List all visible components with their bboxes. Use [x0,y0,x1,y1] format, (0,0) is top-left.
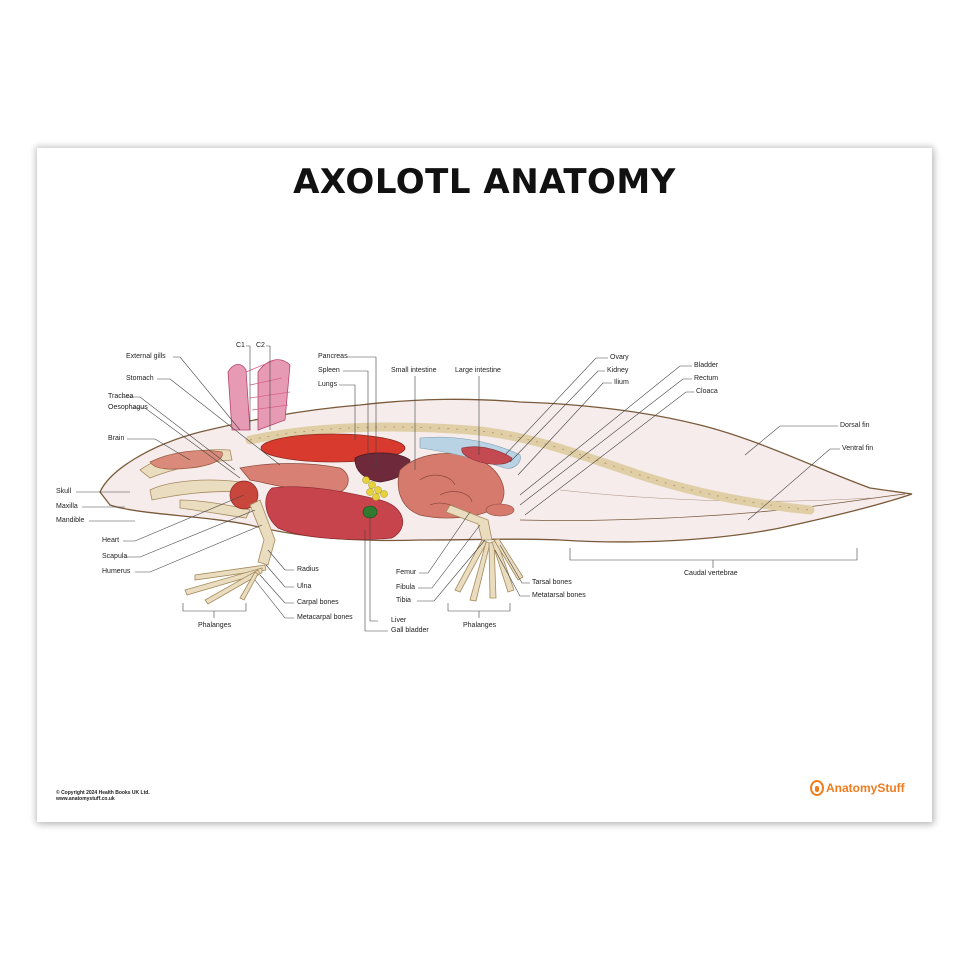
label-phalanges-rear: Phalanges [463,622,497,629]
label-lungs: Lungs [318,381,338,388]
label-ilium: Ilium [614,379,629,386]
label-c2: C2 [256,342,265,349]
external-gills [227,359,291,431]
label-c1: C1 [236,342,245,349]
label-femur: Femur [396,569,417,576]
brand-name: AnatomyStuff [826,781,905,795]
label-external-gills: External gills [126,353,166,360]
label-cloaca: Cloaca [696,388,718,395]
rear-leg [445,504,524,602]
label-oesophagus: Oesophagus [108,404,148,411]
pancreas [362,476,388,501]
body-outline [99,398,913,543]
label-humerus: Humerus [102,568,131,575]
label-tarsal-bones: Tarsal bones [532,579,572,586]
copyright-text: © Copyright 2024 Health Books UK Ltd. [56,790,150,796]
anatomystuff-logo-icon [810,780,824,796]
label-radius: Radius [297,566,319,573]
label-brain: Brain [108,435,125,442]
label-ovary: Ovary [610,354,629,361]
label-heart: Heart [102,537,120,544]
label-kidney: Kidney [607,367,629,374]
label-tibia: Tibia [396,597,411,604]
label-pancreas: Pancreas [318,353,348,360]
label-dorsal-fin: Dorsal fin [840,422,870,429]
label-trachea: Trachea [108,393,134,400]
website-link[interactable]: www.anatomystuff.co.uk [56,796,115,802]
poster-title: AXOLOTL ANATOMY [293,162,676,202]
label-ulna: Ulna [297,583,312,590]
label-stomach: Stomach [126,375,154,382]
front-leg [184,499,276,605]
ovary [461,446,513,465]
label-metatarsal-bones: Metatarsal bones [532,592,586,599]
liver [265,486,403,540]
label-gall-bladder: Gall bladder [391,627,429,634]
copyright-notice: © Copyright 2024 Health Books UK Ltd. ww… [56,790,150,802]
label-phalanges-front: Phalanges [198,622,232,629]
label-liver: Liver [391,617,407,624]
label-skull: Skull [56,488,72,495]
leader-lines [76,345,858,632]
label-carpal-bones: Carpal bones [297,599,339,606]
label-metacarpal-bones: Metacarpal bones [297,614,353,621]
label-spleen: Spleen [318,367,340,374]
label-rectum: Rectum [694,375,719,382]
label-mandible: Mandible [56,517,85,524]
label-bladder: Bladder [694,362,719,369]
label-small-intestine: Small intestine [391,367,437,374]
label-maxilla: Maxilla [56,503,78,510]
label-scapula: Scapula [102,553,128,560]
label-caudal-vertebrae: Caudal vertebrae [684,570,738,577]
brand-logo: AnatomyStuff [810,780,905,796]
label-fibula: Fibula [396,584,416,591]
label-large-intestine: Large intestine [455,367,501,374]
label-ventral-fin: Ventral fin [842,445,874,452]
